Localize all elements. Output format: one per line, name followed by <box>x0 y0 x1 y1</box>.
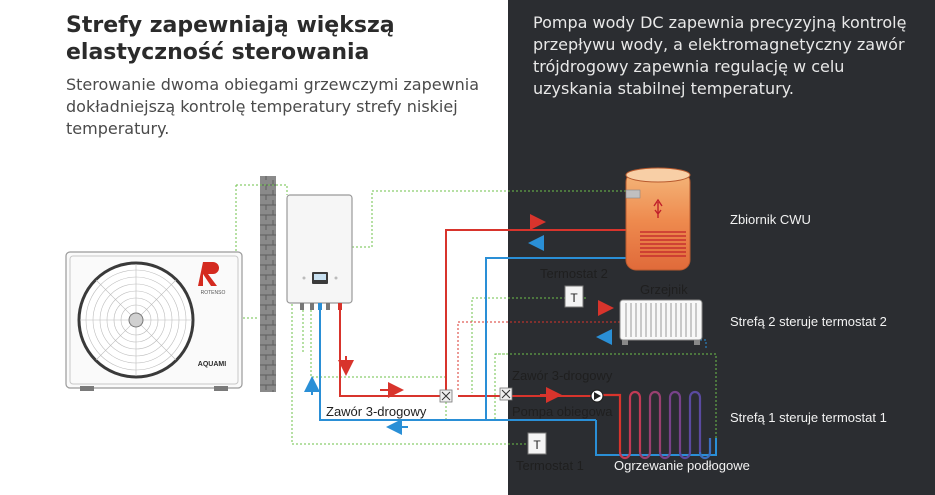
right-panel-description: Pompa wody DC zapewnia precyzyjną kontro… <box>533 13 907 98</box>
circulation-pump[interactable] <box>590 389 604 403</box>
label-pump: Pompa obiegowa <box>512 404 613 419</box>
outdoor-brand: ROTENSO <box>201 290 226 296</box>
page-subtitle: Sterowanie dwoma obiegami grzewczymi zap… <box>66 75 480 138</box>
label-valve-right: Zawór 3-drogowy <box>512 368 613 383</box>
thermostat-1-symbol: T <box>533 438 541 452</box>
dark-info-panel <box>508 0 935 495</box>
dhw-tank <box>625 167 691 271</box>
radiator <box>619 299 703 345</box>
page-title-line2: elastyczność sterowania <box>66 40 370 65</box>
thermostat-2-device[interactable]: T <box>564 285 584 308</box>
three-way-valve-left[interactable] <box>439 389 453 403</box>
hot-pipes <box>339 229 640 397</box>
label-zone-2: Strefą 2 steruje termostat 2 <box>730 314 887 329</box>
three-way-valve-right[interactable] <box>499 387 513 401</box>
rotenso-logo <box>198 262 219 286</box>
wall <box>260 176 276 392</box>
page-title-line1: Strefy zapewniają większą <box>66 13 395 38</box>
label-dhw-tank: Zbiornik CWU <box>730 212 811 227</box>
thermostat-2-symbol: T <box>570 291 578 305</box>
indoor-unit <box>286 194 353 310</box>
label-thermostat-2: Termostat 2 <box>540 266 608 281</box>
cold-pipes <box>319 257 717 456</box>
signal-wiring <box>235 184 717 445</box>
label-zone-1: Strefą 1 steruje termostat 1 <box>730 410 887 425</box>
outdoor-unit: ROTENSO AQUAMI <box>65 251 243 391</box>
page-title: Strefy zapewniają większą elastyczność s… <box>66 12 486 66</box>
label-floor-heating: Ogrzewanie podłogowe <box>614 458 750 473</box>
outdoor-model: AQUAMI <box>198 361 226 368</box>
label-valve-left: Zawór 3-drogowy <box>326 404 427 419</box>
label-thermostat-1: Termostat 1 <box>516 458 584 473</box>
thermostat-1-device[interactable]: T <box>527 432 547 455</box>
label-radiator: Grzejnik <box>640 282 688 297</box>
underfloor-heating <box>600 390 712 460</box>
